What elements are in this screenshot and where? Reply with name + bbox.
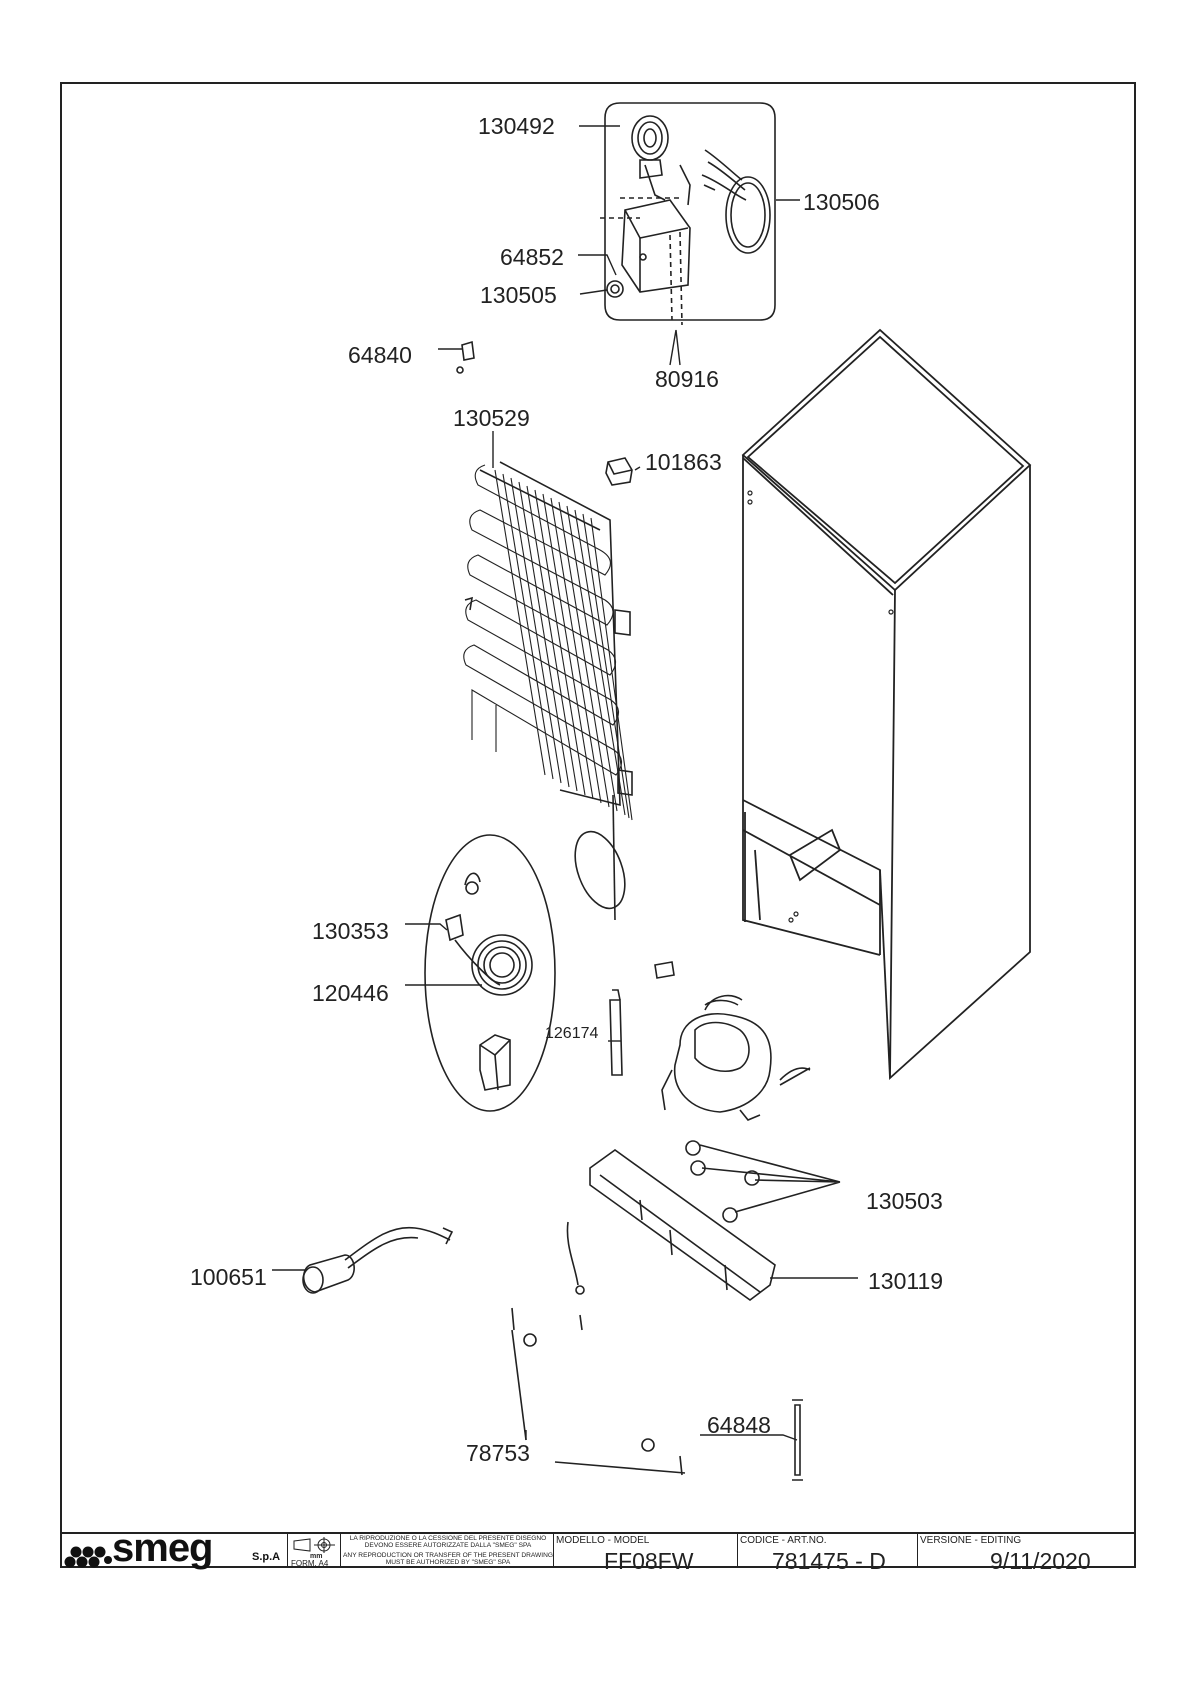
projection-symbol-icon: [293, 1537, 335, 1553]
part-label-130492[interactable]: 130492: [478, 113, 555, 139]
part-label-64852[interactable]: 64852: [500, 244, 564, 270]
smeg-logo-dots-icon: [64, 1546, 112, 1568]
condenser-part: [479, 461, 621, 807]
reproduction-notice-en: ANY REPRODUCTION OR TRANSFER OF THE PRES…: [343, 1552, 553, 1567]
model-value: FF08FW: [604, 1548, 694, 1574]
part-label-100651[interactable]: 100651: [190, 1264, 267, 1290]
unit-label: mm: [310, 1553, 323, 1560]
part-label-130353[interactable]: 130353: [312, 918, 389, 944]
capacitor-part: [302, 1226, 454, 1294]
part-label-130506[interactable]: 130506: [803, 189, 880, 215]
power-cord-module-outline: [424, 834, 556, 1112]
model-header: MODELLO - MODEL: [556, 1535, 650, 1546]
code-header: CODICE - ART.NO.: [740, 1535, 827, 1546]
part-label-130503[interactable]: 130503: [866, 1188, 943, 1214]
code-value: 781475 - D: [772, 1548, 886, 1574]
part-label-64848[interactable]: 64848: [707, 1412, 771, 1438]
part-label-78753[interactable]: 78753: [466, 1440, 530, 1466]
form-label: FORM. A4: [291, 1559, 329, 1568]
relay-coil-part: [631, 115, 669, 201]
part-label-126174[interactable]: 126174: [545, 1025, 599, 1042]
logo-suffix: S.p.A: [252, 1551, 281, 1563]
power-cord-part: [445, 872, 533, 996]
part-label-130529[interactable]: 130529: [453, 405, 530, 431]
part-label-64840[interactable]: 64840: [348, 342, 412, 368]
part-label-80916[interactable]: 80916: [655, 366, 719, 392]
reproduction-notice-it: LA RIPRODUZIONE O LA CESSIONE DEL PRESEN…: [349, 1535, 547, 1550]
base-plate-part: [589, 1149, 776, 1301]
electrical-module-outline: [604, 102, 776, 321]
part-label-120446[interactable]: 120446: [312, 980, 389, 1006]
drawing-frame: [60, 82, 1136, 1568]
relay-box-part: [479, 1034, 511, 1091]
thermostat-housing-part: [600, 164, 691, 326]
screws-part: [511, 1307, 686, 1476]
wiring-harness-part: [701, 149, 771, 254]
part-label-101863[interactable]: 101863: [645, 449, 722, 475]
part-label-130505[interactable]: 130505: [480, 282, 557, 308]
part-label-130119[interactable]: 130119: [868, 1268, 944, 1294]
capillary-tube-part: [794, 1404, 801, 1476]
dryer-filter-part: [609, 999, 623, 1076]
grommets-part: [685, 1140, 760, 1223]
compressor-part: [661, 999, 811, 1121]
smeg-logo: smeg: [112, 1526, 213, 1570]
condenser-grid: [494, 469, 633, 821]
version-header: VERSIONE - EDITING: [920, 1535, 1022, 1546]
cabinet-part: [741, 328, 1032, 1081]
version-value: 9/11/2020: [990, 1548, 1091, 1574]
title-block: [60, 1532, 1136, 1568]
